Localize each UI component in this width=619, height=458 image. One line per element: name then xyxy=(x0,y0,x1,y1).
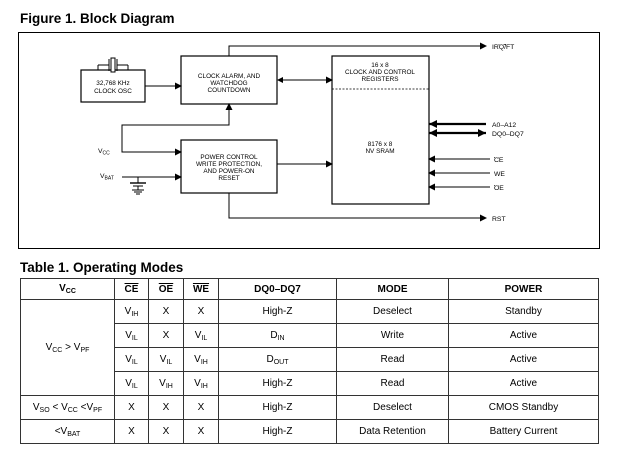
cell-dq: High-Z xyxy=(218,371,337,396)
cell-ce: VIL xyxy=(114,371,149,396)
svg-text:POWER CONTROL: POWER CONTROL xyxy=(200,154,258,161)
cell-ce: X xyxy=(114,395,149,420)
header-power: POWER xyxy=(448,278,599,300)
cell-power: Active xyxy=(448,371,599,396)
svg-text:CLOCK AND CONTROL: CLOCK AND CONTROL xyxy=(345,69,415,76)
table-row: VIL X VIL DIN Write Active xyxy=(21,323,599,348)
cell-dq: High-Z xyxy=(218,419,337,444)
cell-we: VIL xyxy=(183,323,219,348)
cell-ce: VIH xyxy=(114,299,149,324)
clock-osc-block: 32,768 KHz CLOCK OSC xyxy=(80,69,146,103)
svg-text:CLOCK OSC: CLOCK OSC xyxy=(94,88,132,95)
svg-text:REGISTERS: REGISTERS xyxy=(362,76,399,83)
svg-text:16 x 8: 16 x 8 xyxy=(371,62,389,69)
cell-oe: X xyxy=(148,395,184,420)
cell-we: X xyxy=(183,419,219,444)
svg-text:WATCHDOG: WATCHDOG xyxy=(210,80,247,87)
cell-oe: VIL xyxy=(148,347,184,372)
block-diagram: 32,768 KHz CLOCK OSC CLOCK ALARM, AND WA… xyxy=(18,32,600,249)
vbat-label: VBAT xyxy=(100,173,114,182)
figure-title: Figure 1. Block Diagram xyxy=(20,11,175,26)
vcc-group-cell: VCC > VPF xyxy=(20,299,115,396)
signal-addr: A0–A12 xyxy=(492,122,516,129)
cell-power: CMOS Standby xyxy=(448,395,599,420)
cell-oe: X xyxy=(148,323,184,348)
cell-power: Active xyxy=(448,323,599,348)
svg-text:CLOCK ALARM, AND: CLOCK ALARM, AND xyxy=(198,73,261,80)
cell-ce: X xyxy=(114,419,149,444)
svg-text:8176 x 8: 8176 x 8 xyxy=(368,141,393,148)
cell-ce: VIL xyxy=(114,347,149,372)
cell-dq: DOUT xyxy=(218,347,337,372)
svg-text:COUNTDOWN: COUNTDOWN xyxy=(208,87,251,94)
vcc-range-cell: <VBAT xyxy=(20,419,115,444)
table-row: VCC > VPF VIH X X High-Z Deselect Standb… xyxy=(20,299,599,396)
cell-dq: High-Z xyxy=(218,299,337,324)
cell-mode: Deselect xyxy=(336,299,449,324)
table-row: VSO < VCC <VPF X X X High-Z Deselect CMO… xyxy=(20,395,599,420)
crystal-icon xyxy=(97,57,129,73)
cell-we: VIH xyxy=(183,347,219,372)
cell-mode: Deselect xyxy=(336,395,449,420)
vcc-label: VCC xyxy=(98,148,110,157)
svg-text:AND POWER-ON: AND POWER-ON xyxy=(203,168,255,175)
table-row: <VBAT X X X High-Z Data Retention Batter… xyxy=(20,419,599,444)
svg-text:VCC: VCC xyxy=(98,148,110,157)
table-row: VIL VIH VIH High-Z Read Active xyxy=(21,371,599,396)
cell-oe: X xyxy=(148,299,184,324)
cell-dq: DIN xyxy=(218,323,337,348)
cell-dq: High-Z xyxy=(218,395,337,420)
cell-we: X xyxy=(183,299,219,324)
signal-data: DQ0–DQ7 xyxy=(492,131,524,138)
cell-mode: Read xyxy=(336,371,449,396)
operating-modes-table: VCC CE OE WE DQ0–DQ7 MODE POWER VCC > VP… xyxy=(20,278,599,444)
cell-ce: VIL xyxy=(114,323,149,348)
cell-power: Battery Current xyxy=(448,419,599,444)
svg-text:VBAT: VBAT xyxy=(100,173,114,182)
cell-we: X xyxy=(183,395,219,420)
cell-power: Standby xyxy=(448,299,599,324)
cell-power: Active xyxy=(448,347,599,372)
memory-block: 16 x 8 CLOCK AND CONTROL REGISTERS 8176 … xyxy=(331,55,430,205)
header-we: WE xyxy=(183,278,219,300)
signal-ce: CE xyxy=(494,157,504,164)
cell-oe: X xyxy=(148,419,184,444)
signal-irq: IRQ/FT xyxy=(492,44,514,51)
header-ce: CE xyxy=(114,278,149,300)
cell-mode: Data Retention xyxy=(336,419,449,444)
clock-alarm-block: CLOCK ALARM, AND WATCHDOG COUNTDOWN xyxy=(180,55,278,105)
battery-icon xyxy=(130,177,146,195)
cell-mode: Read xyxy=(336,347,449,372)
signal-we: WE xyxy=(494,171,505,178)
header-vcc: VCC xyxy=(20,278,115,300)
signal-rst: RST xyxy=(492,216,506,223)
cell-we: VIH xyxy=(183,371,219,396)
header-dq: DQ0–DQ7 xyxy=(218,278,337,300)
table-row: VIL VIL VIH DOUT Read Active xyxy=(21,347,599,372)
header-mode: MODE xyxy=(336,278,449,300)
signal-oe: OE xyxy=(494,185,504,192)
svg-text:NV SRAM: NV SRAM xyxy=(365,148,394,155)
table-title: Table 1. Operating Modes xyxy=(20,260,184,275)
svg-text:32,768 KHz: 32,768 KHz xyxy=(96,80,129,87)
svg-text:RESET: RESET xyxy=(218,175,239,182)
cell-oe: VIH xyxy=(148,371,184,396)
table-header-row: VCC CE OE WE DQ0–DQ7 MODE POWER xyxy=(20,278,599,300)
vcc-range-cell: VSO < VCC <VPF xyxy=(20,395,115,420)
cell-mode: Write xyxy=(336,323,449,348)
svg-text:WRITE PROTECTION,: WRITE PROTECTION, xyxy=(196,161,262,168)
header-oe: OE xyxy=(148,278,184,300)
diagram-frame xyxy=(18,32,600,249)
power-control-block: POWER CONTROL WRITE PROTECTION, AND POWE… xyxy=(180,139,278,194)
